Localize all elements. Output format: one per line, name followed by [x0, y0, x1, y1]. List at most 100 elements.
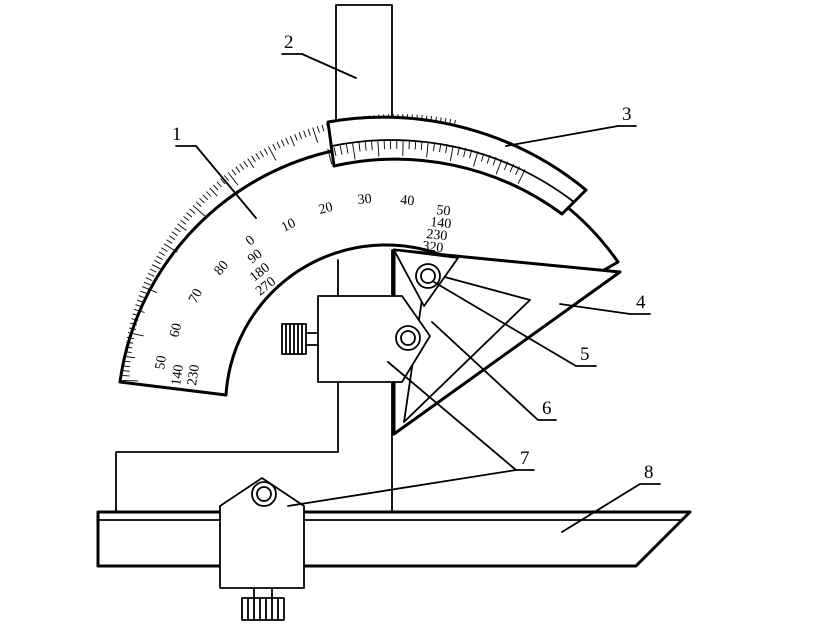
main-scale-tick — [122, 379, 139, 382]
callout-1: 1 — [172, 124, 182, 145]
main-scale-tick — [231, 169, 237, 176]
vernier-tick — [445, 144, 448, 154]
callout-4: 4 — [636, 292, 646, 313]
knob-knurl — [285, 323, 303, 355]
main-scale-tick — [161, 247, 168, 252]
main-scale-tick — [127, 336, 134, 340]
main-scale-tick — [272, 143, 277, 151]
bottom-clamp-screw-outer — [251, 481, 277, 507]
vernier-tick — [439, 143, 442, 153]
main-scale-tick — [128, 327, 137, 330]
main-scale-tick — [235, 166, 241, 173]
main-scale-tick — [158, 251, 166, 256]
vernier-tick — [377, 140, 380, 157]
vernier-tick — [339, 145, 343, 155]
vernier-tick — [420, 140, 423, 151]
vernier-tick — [473, 151, 479, 167]
stack-right-230: 230 — [426, 227, 448, 244]
main-scale-tick — [183, 215, 190, 222]
main-scale-tick — [285, 137, 290, 145]
callout-2: 2 — [284, 32, 294, 53]
main-scale-tick — [149, 268, 157, 273]
main-scale-tick — [212, 184, 219, 191]
vernier-tick — [327, 148, 333, 165]
scale-label-70: 70 — [186, 286, 206, 305]
callout-line-6 — [431, 321, 557, 421]
main-scale-tick — [154, 260, 161, 265]
vernier-tick — [503, 161, 509, 171]
vernier-tick — [364, 141, 367, 151]
main-scale-tick — [133, 308, 145, 313]
main-scale-tick — [124, 351, 132, 354]
stack-left-50: 50 — [153, 355, 170, 371]
main-scale-tick — [122, 370, 130, 372]
callout-3: 3 — [622, 104, 632, 125]
callout-5: 5 — [580, 344, 590, 365]
main-scale-tick — [307, 128, 311, 136]
main-scale-tick — [123, 360, 131, 363]
main-scale-tick — [124, 355, 136, 359]
vernier-tick — [480, 152, 485, 162]
vernier-tick — [371, 141, 373, 151]
bottom-knob — [241, 597, 285, 621]
vernier-tick — [517, 169, 526, 184]
stack-left-140: 140 — [169, 364, 187, 387]
main-scale-tick — [131, 318, 139, 321]
vernier-tick — [457, 146, 460, 156]
stack-left-230: 230 — [185, 364, 203, 387]
main-scale-tick — [138, 295, 146, 299]
main-scale-tick — [199, 197, 205, 204]
main-scale-tick — [303, 130, 307, 138]
main-scale-tick — [202, 194, 209, 201]
vernier-tick — [469, 149, 473, 159]
main-scale-tick — [247, 158, 255, 169]
callout-6: 6 — [542, 398, 552, 419]
main-scale-tick — [280, 139, 285, 147]
vernier-tick — [492, 156, 497, 166]
main-scale-tick — [205, 191, 212, 197]
vernier-tick — [345, 144, 349, 154]
vernier-tick — [463, 147, 467, 157]
callout-line-1 — [175, 145, 257, 219]
blade-clamp-screw-inner — [420, 268, 436, 284]
bottom-knob-knurl — [247, 597, 279, 621]
main-scale-tick — [263, 148, 268, 155]
main-scale-tick — [177, 223, 187, 231]
main-scale-tick — [220, 178, 226, 185]
main-scale-tick — [195, 201, 202, 207]
main-scale-tick — [166, 239, 173, 244]
main-scale-tick — [227, 172, 239, 186]
callout-line-3 — [505, 125, 637, 147]
callout-line-4 — [559, 303, 651, 315]
main-scale-tick — [239, 163, 245, 170]
callout-line-5 — [433, 281, 597, 367]
stack-right-320: 320 — [422, 239, 444, 256]
main-scale-tick — [168, 235, 176, 240]
main-scale-tick — [294, 133, 298, 141]
main-scale-tick — [132, 313, 140, 317]
vernier-tick — [509, 163, 515, 173]
stack-right-50: 50 — [436, 203, 451, 219]
vernier-tick — [426, 141, 429, 158]
vernier-tick — [515, 166, 520, 175]
scale-label-60: 60 — [167, 322, 185, 339]
main-scale-tick — [268, 146, 277, 161]
main-scale-tick — [255, 153, 260, 160]
callout-7: 7 — [520, 448, 530, 469]
main-scale-tick — [259, 150, 264, 158]
scale-label-40: 40 — [400, 193, 415, 209]
vertical-stem — [335, 4, 393, 123]
vernier-tick — [333, 147, 337, 157]
main-scale-tick — [136, 299, 144, 303]
main-scale-tick — [289, 135, 295, 147]
main-scale-tick — [276, 141, 281, 149]
main-scale-tick — [125, 346, 133, 349]
bottom-clamp-screw-inner — [256, 486, 272, 502]
callout-line-7b — [287, 469, 517, 507]
callout-line-2 — [281, 53, 357, 79]
main-scale-tick — [151, 264, 163, 271]
callout-8: 8 — [644, 462, 654, 483]
vernier-tick — [486, 154, 491, 164]
main-scale-tick — [209, 187, 218, 197]
